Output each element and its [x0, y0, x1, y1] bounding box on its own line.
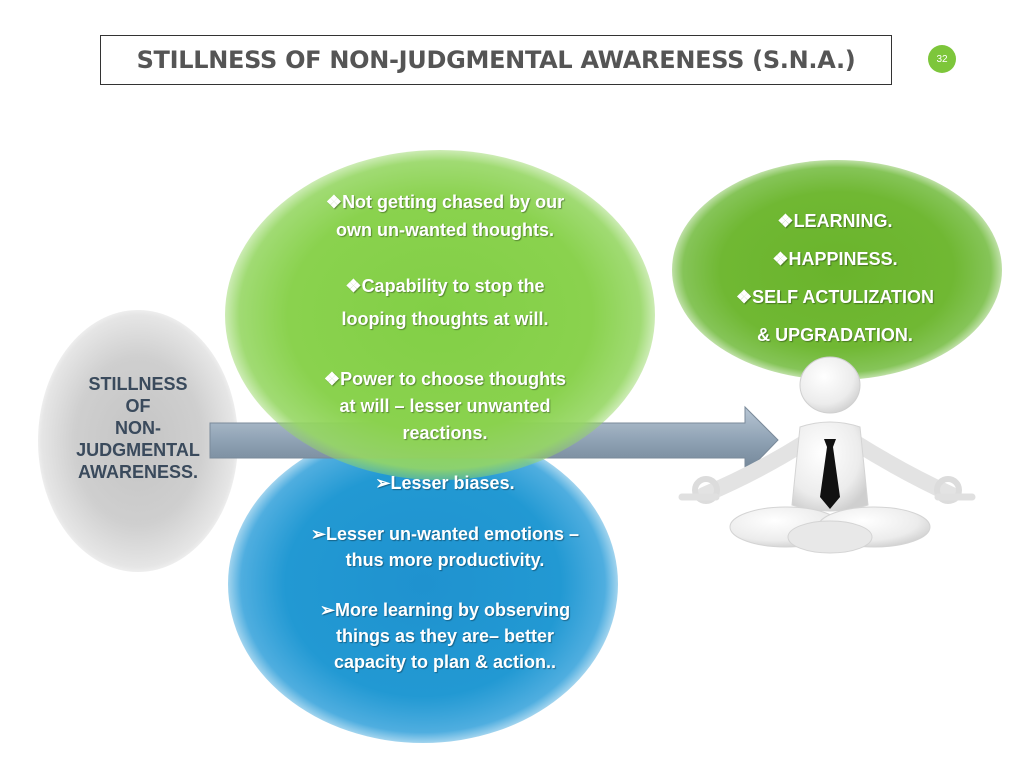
arrow-bullet-icon: ➢: [319, 600, 336, 620]
diamond-bullet-icon: ❖: [325, 192, 343, 212]
meditating-person-icon: [678, 356, 976, 554]
right-green-bubble: [672, 160, 1002, 380]
diamond-bullet-icon: ❖: [345, 276, 362, 296]
blue-item-3: ➢More learning by observing things as th…: [319, 600, 571, 672]
diamond-bullet-icon: ❖: [777, 211, 794, 231]
page-title: STILLNESS OF NON-JUDGMENTAL AWARENESS (S…: [136, 46, 856, 74]
green-item-3: ❖Power to choose thoughts at will – less…: [323, 369, 567, 443]
left-label-line: NON-: [115, 418, 161, 438]
diamond-bullet-icon: ❖: [323, 369, 341, 389]
page-number-badge: 32: [928, 45, 956, 73]
right-items: ❖LEARNING. ❖HAPPINESS. ❖SELF ACTULIZATIO…: [735, 211, 935, 345]
blue-item-2: ➢Lesser un-wanted emotions – thus more p…: [310, 524, 580, 570]
diamond-bullet-icon: ❖: [772, 249, 789, 269]
grey-bubble: [38, 310, 238, 572]
green-item-1: ❖Not getting chased by our own un-wanted…: [325, 192, 565, 240]
left-label: STILLNESS OF NON- JUDGMENTAL AWARENESS.: [58, 373, 218, 483]
green-item-2: ❖Capability to stop the looping thoughts…: [341, 276, 549, 329]
arrow-bullet-icon: ➢: [310, 524, 327, 544]
left-label-line: STILLNESS: [88, 374, 188, 394]
green-bubble: [225, 150, 655, 480]
arrow-bullet-icon: ➢: [375, 473, 391, 493]
title-box: STILLNESS OF NON-JUDGMENTAL AWARENESS (S…: [100, 35, 892, 85]
diamond-bullet-icon: ❖: [735, 287, 753, 307]
left-label-line: JUDGMENTAL: [76, 440, 200, 460]
left-label-line: AWARENESS.: [77, 462, 199, 482]
left-label-line: OF: [125, 396, 151, 416]
blue-item-1: ➢Lesser biases.: [375, 473, 515, 493]
